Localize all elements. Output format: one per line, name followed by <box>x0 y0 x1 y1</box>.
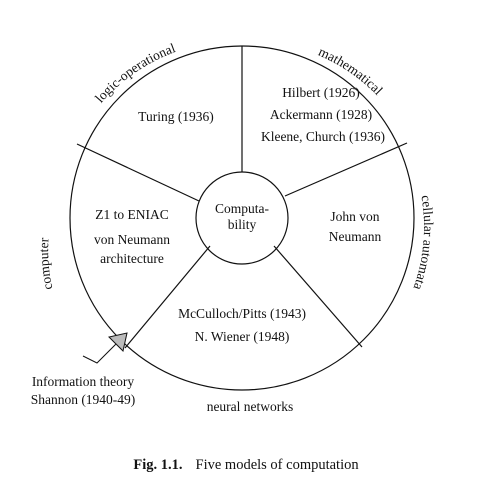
sector-logic-line1: Turing (1936) <box>138 109 214 124</box>
spoke-lower-right <box>273 245 363 348</box>
spoke-upper-left <box>76 143 200 202</box>
sector-math-line1: Hilbert (1926) <box>282 85 360 100</box>
center-label-line2: bility <box>228 217 257 232</box>
outer-label-computer: computer <box>36 237 55 291</box>
caption-text: Five models of computation <box>196 457 360 473</box>
outer-label-neural: neural networks <box>207 399 294 414</box>
sector-math-line3: Kleene, Church (1936) <box>261 129 385 144</box>
center-label-line1: Computa- <box>215 201 269 216</box>
sector-cellular-line2: Neumann <box>329 229 382 244</box>
spoke-upper-right <box>284 142 408 197</box>
outer-label-cellular: cellular automata <box>411 194 436 292</box>
sector-cellular-line1: John von <box>330 209 379 224</box>
outer-label-logic: logic-operational <box>92 40 178 105</box>
annotation-line2: Shannon (1940-49) <box>31 392 136 407</box>
arrow-icon <box>82 332 128 364</box>
sector-math-line2: Ackermann (1928) <box>270 107 372 122</box>
sector-computer-line1: Z1 to ENIAC <box>95 207 169 222</box>
spoke-lower-left <box>124 245 211 349</box>
sector-computer-line3: architecture <box>100 251 164 266</box>
figure-caption: Fig. 1.1. Five models of computation <box>133 456 359 473</box>
sector-computer-line2: von Neumann <box>94 232 170 247</box>
annotation-line1: Information theory <box>32 374 135 389</box>
caption-label: Fig. 1.1. <box>133 457 182 473</box>
sector-neural-line1: McCulloch/Pitts (1943) <box>178 306 306 321</box>
sector-neural-line2: N. Wiener (1948) <box>195 329 290 344</box>
